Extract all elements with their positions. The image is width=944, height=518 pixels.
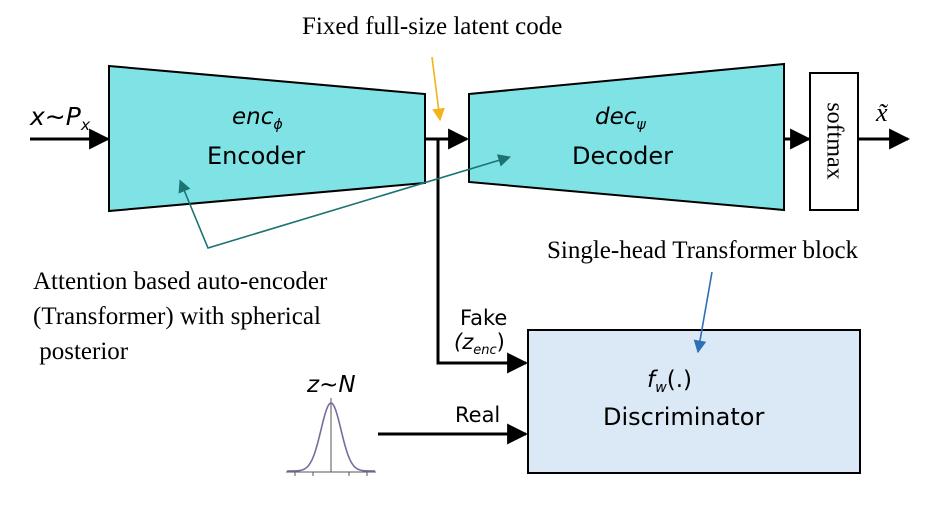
autoencoder-annotation-line-1: Attention based auto-encoder — [33, 268, 328, 295]
softmax-label: softmax — [821, 102, 848, 180]
output-label: x̃ — [876, 98, 888, 127]
latent-code-title: Fixed full-size latent code — [302, 13, 563, 40]
fake-path-arrow — [436, 139, 529, 374]
real-label: Real — [455, 403, 501, 427]
encoder-block — [108, 64, 426, 213]
autoencoder-annotation-line-2: (Transformer) with spherical — [33, 303, 321, 330]
decoder-label: Decoder — [572, 142, 673, 170]
fake-symbol: (zenc) — [454, 330, 505, 358]
latent-pointer-arrow — [431, 56, 445, 122]
autoencoder-annotation-line-3: posterior — [33, 338, 129, 365]
gaussian-plot — [286, 398, 376, 476]
discriminator-symbol: fw(.) — [647, 367, 693, 396]
discriminator-block — [527, 329, 861, 474]
decoder-symbol: decψ — [595, 104, 646, 133]
discriminator-label: Discriminator — [603, 403, 765, 431]
input-label: x∼Px — [30, 102, 91, 135]
transformer-pointer-arrow — [693, 271, 713, 354]
prior-label: z∼N — [307, 372, 356, 398]
decoder-block — [468, 62, 785, 212]
transformer-annotation: Single-head Transformer block — [547, 237, 859, 264]
encoder-label: Encoder — [207, 142, 306, 170]
softmax-block — [809, 72, 859, 211]
encoder-symbol: encϕ — [232, 104, 283, 133]
autoencoder-pointer-arrows — [178, 154, 512, 249]
fake-label: Fake — [460, 306, 508, 330]
